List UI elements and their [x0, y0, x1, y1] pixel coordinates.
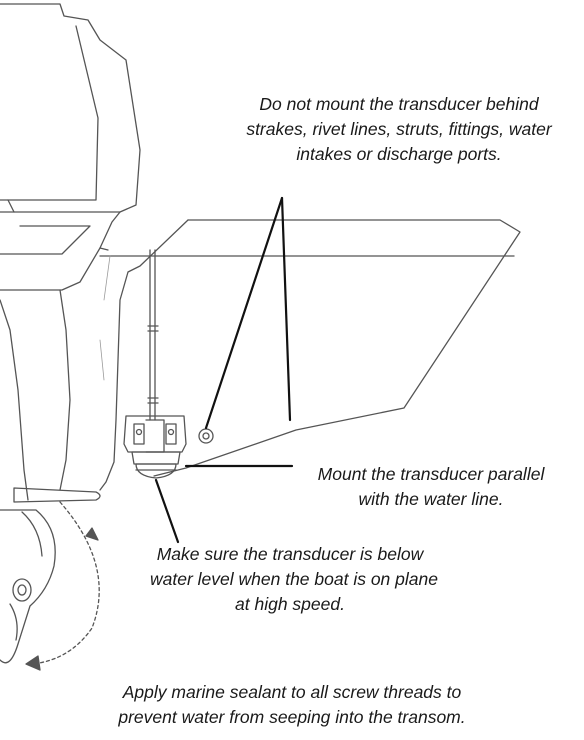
callout-avoid-obstructions: Do not mount the transducer behind strak… [222, 92, 576, 167]
boat-transom [99, 219, 521, 491]
callout-line: Apply marine sealant to all screw thread… [122, 682, 462, 702]
hull-fitting [198, 428, 214, 444]
callout-parallel-waterline: Mount the transducer parallel with the w… [296, 462, 566, 512]
callout-line: with the water line. [358, 489, 504, 509]
callout-line: strakes, rivet lines, struts, fittings, … [246, 119, 552, 139]
leader-line-fitting [204, 196, 284, 430]
callout-line: Make sure the transducer is below [156, 544, 424, 564]
transducer [123, 415, 187, 479]
callout-line: water level when the boat is on plane [150, 569, 438, 589]
outboard-motor-cowling [0, 3, 141, 291]
outboard-motor-leg [0, 247, 109, 501]
callout-line: intakes or discharge ports. [296, 144, 502, 164]
propeller-rotation-arrow [25, 501, 100, 671]
leader-line-below-water [154, 478, 180, 544]
leader-lines [154, 196, 294, 544]
callout-line: at high speed. [235, 594, 345, 614]
callout-line: prevent water from seeping into the tran… [118, 707, 466, 727]
callout-line: Do not mount the transducer behind [259, 94, 539, 114]
propeller [0, 509, 56, 664]
callout-line: Mount the transducer parallel [317, 464, 545, 484]
callout-marine-sealant: Apply marine sealant to all screw thread… [60, 680, 524, 730]
leader-line-strake [280, 196, 292, 422]
anti-ventilation-plate [13, 487, 101, 503]
transducer-cable [147, 249, 159, 421]
callout-below-water-level: Make sure the transducer is below water … [150, 542, 438, 617]
